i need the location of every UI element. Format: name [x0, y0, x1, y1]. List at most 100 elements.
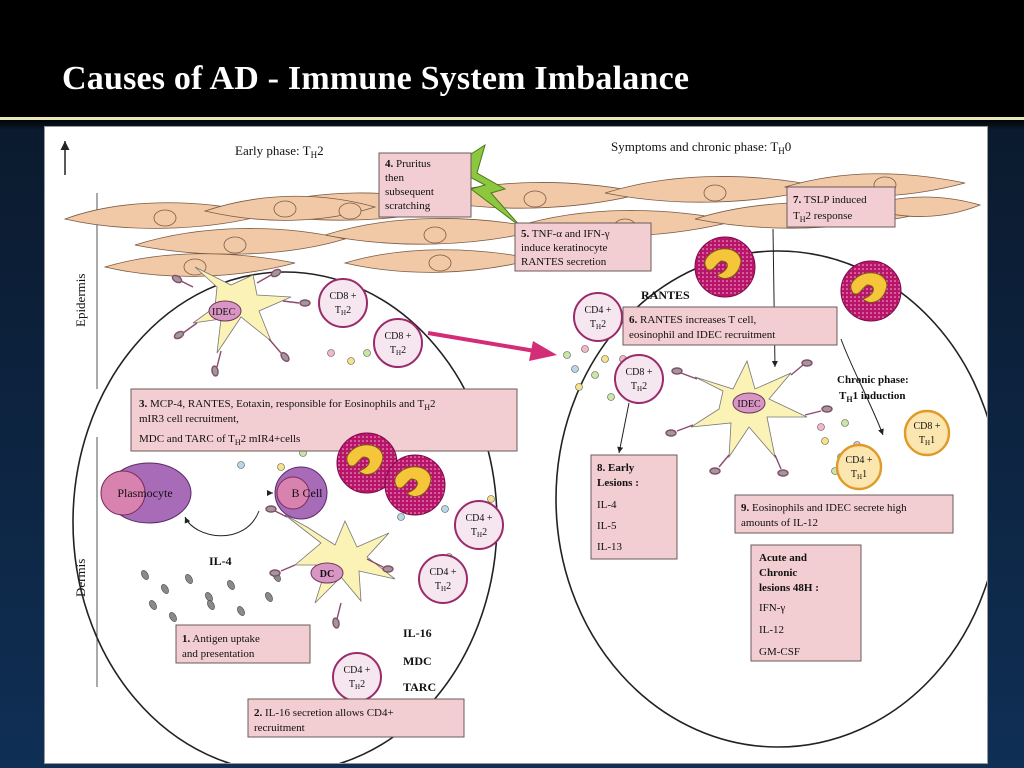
- plasmocyte-label: Plasmocyte: [117, 486, 172, 500]
- th1-label: TH1: [919, 435, 935, 447]
- title-rule: [0, 117, 1024, 120]
- bcell-to-plasmocyte-arrow: [184, 510, 260, 537]
- b-cell-label: B Cell: [291, 486, 323, 500]
- diagram-svg: Epidermis Dermis Early phase: TH2 Sympto…: [60, 139, 987, 763]
- step-6-line-1: 6. RANTES increases T cell,: [629, 314, 757, 326]
- step-9-line-1: 9. Eosinophils and IDEC secrete high: [741, 502, 907, 514]
- step-6-line-2: eosinophil and IDEC recruitment: [629, 329, 775, 341]
- acute-chronic-box: Acute and Chronic lesions 48H : IFN-γ IL…: [750, 544, 862, 662]
- eosinophil-to-th1-arrow: [840, 338, 884, 436]
- step-3-line-2: mIR3 cell recruitment,: [139, 413, 239, 425]
- step-1-box: 1. Antigen uptake and presentation: [175, 624, 311, 664]
- tslp-arrow: [771, 228, 778, 368]
- step-4-line-1: 4. Pruritus: [385, 158, 431, 170]
- acute-line-2: Chronic: [759, 567, 797, 579]
- eosinophil-cell-2: [384, 454, 446, 516]
- cd4-label: CD4 +: [343, 665, 370, 676]
- step-5-line-1: 5. TNF-α and IFN-γ: [521, 228, 610, 240]
- epidermis-label: Epidermis: [73, 274, 88, 327]
- acute-item: IL-12: [759, 624, 784, 636]
- step-2-line-1: 2. IL-16 secretion allows CD4+: [254, 707, 394, 719]
- cd4-th2-cell-3: CD4 + TH2: [332, 652, 382, 702]
- th1-label: TH1: [851, 469, 867, 481]
- cd8-to-lesions-arrow: [617, 402, 630, 454]
- cd4-label: CD4 +: [429, 567, 456, 578]
- step-8-item: IL-13: [597, 541, 623, 553]
- il-4-label: IL-4: [209, 554, 232, 568]
- il-16-label: IL-16: [403, 626, 432, 640]
- early-phase-label: Early phase: TH2: [235, 143, 324, 160]
- th2-label: TH2: [390, 345, 406, 357]
- cd8-label: CD8 +: [625, 367, 652, 378]
- step-6-box: 6. RANTES increases T cell, eosinophil a…: [622, 306, 838, 346]
- cd8-label: CD8 +: [329, 291, 356, 302]
- step-9-box: 9. Eosinophils and IDEC secrete high amo…: [734, 494, 954, 534]
- eosinophil-cell-3: [694, 236, 756, 298]
- step-7-line-1: 7. TSLP induced: [793, 194, 867, 206]
- chronic-phase-label: Symptoms and chronic phase: TH0: [611, 139, 791, 156]
- idec-cell-left: IDEC: [171, 266, 311, 377]
- chronic-phase-oval: [555, 250, 987, 748]
- step-8-box: 8. Early Lesions : IL-4 IL-5 IL-13: [590, 454, 678, 560]
- step-5-line-3: RANTES secretion: [521, 256, 607, 268]
- antigen-particles: [141, 570, 281, 622]
- acute-item: GM-CSF: [759, 646, 800, 658]
- cd4-th2-cell-1: CD4 + TH2: [454, 500, 504, 550]
- dendritic-cell: DC: [265, 505, 396, 629]
- tarc-label: TARC: [403, 680, 436, 694]
- step-4-line-3: subsequent: [385, 186, 434, 198]
- dc-label: DC: [320, 569, 334, 580]
- phase-transition-arrow: [427, 331, 557, 361]
- cd8-th2-cell-3: CD8 + TH2: [614, 354, 664, 404]
- th2-label: TH2: [590, 319, 606, 331]
- acute-line-3: lesions 48H :: [759, 582, 819, 594]
- step-4-box: 4. Pruritus then subsequent scratching: [378, 152, 472, 218]
- step-3-box: 3. MCP-4, RANTES, Eotaxin, responsible f…: [130, 388, 518, 452]
- cd4-label: CD4 +: [465, 513, 492, 524]
- step-1-line-1: 1. Antigen uptake: [182, 633, 260, 645]
- cd4-th2-cell-2: CD4 + TH2: [418, 554, 468, 604]
- th2-label: TH2: [471, 527, 487, 539]
- diagram-panel: Epidermis Dermis Early phase: TH2 Sympto…: [44, 126, 988, 764]
- idec-cell-right: IDEC: [665, 359, 833, 477]
- th2-label: TH2: [631, 381, 647, 393]
- step-8-line-1: 8. Early: [597, 462, 635, 474]
- mdc-label: MDC: [403, 654, 432, 668]
- idec-label: IDEC: [212, 307, 236, 318]
- rantes-label: RANTES: [641, 288, 690, 302]
- b-cell: B Cell: [274, 466, 328, 520]
- plasmocyte-cell: Plasmocyte: [100, 462, 192, 524]
- step-2-box: 2. IL-16 secretion allows CD4+ recruitme…: [247, 698, 465, 738]
- step-9-line-2: amounts of IL-12: [741, 517, 818, 529]
- th2-label: TH2: [349, 679, 365, 691]
- th1-induction-label: TH1 induction: [839, 390, 905, 404]
- cd8-label: CD8 +: [384, 331, 411, 342]
- th2-label: TH2: [335, 305, 351, 317]
- idec-right-label: IDEC: [737, 399, 761, 410]
- cd4-th2-cell-4: CD4 + TH2: [573, 292, 623, 342]
- eosinophil-cell-4: [840, 260, 902, 322]
- step-3-line-1: 3. MCP-4, RANTES, Eotaxin, responsible f…: [139, 398, 435, 412]
- step-2-line-2: recruitment: [254, 722, 305, 734]
- step-4-line-4: scratching: [385, 200, 431, 212]
- step-8-item: IL-5: [597, 520, 617, 532]
- cd8-label: CD8 +: [913, 421, 940, 432]
- slide-title: Causes of AD - Immune System Imbalance: [62, 60, 690, 97]
- step-1-line-2: and presentation: [182, 648, 255, 660]
- cd8-th2-cell-2: CD8 + TH2: [373, 318, 423, 368]
- step-7-line-2: TH2 response: [793, 210, 852, 224]
- step-8-item: IL-4: [597, 499, 617, 511]
- acute-line-1: Acute and: [759, 552, 807, 564]
- acute-item: IFN-γ: [759, 602, 785, 614]
- cd4-th1-cell: CD4 + TH1: [835, 443, 883, 491]
- step-3-line-3: MDC and TARC of TH2 mIR4+cells: [139, 433, 300, 447]
- step-4-line-2: then: [385, 172, 404, 184]
- step-8-line-2: Lesions :: [597, 477, 639, 489]
- cd8-th2-cell-1: CD8 + TH2: [318, 278, 368, 328]
- cd8-th1-cell: CD8 + TH1: [903, 409, 951, 457]
- chronic-phase-title: Chronic phase:: [837, 374, 909, 386]
- step-5-box: 5. TNF-α and IFN-γ induce keratinocyte R…: [514, 222, 652, 272]
- step-7-box: 7. TSLP induced TH2 response: [786, 186, 896, 228]
- cd4-label: CD4 +: [845, 455, 872, 466]
- cd4-label: CD4 +: [584, 305, 611, 316]
